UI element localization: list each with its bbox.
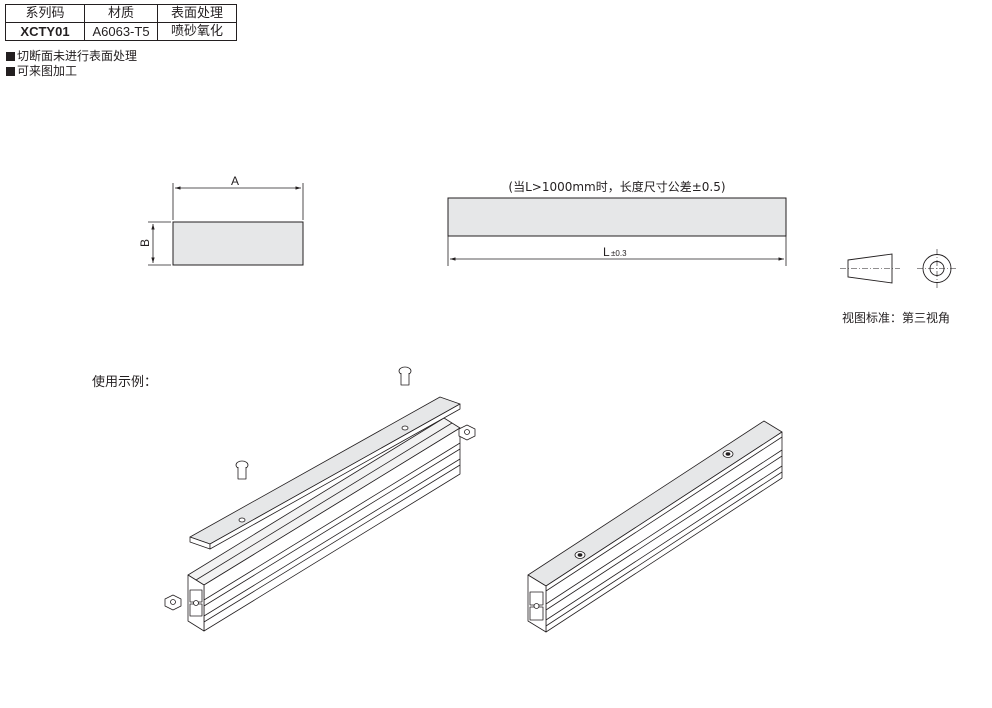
note-cut-surface: 切断面未进行表面处理 — [6, 49, 137, 63]
assembled-plate-edge — [545, 436, 783, 592]
height-label: B — [138, 239, 152, 247]
screw-icon — [235, 460, 249, 480]
cell-surface-treatment: 喷砂氧化 — [157, 22, 237, 41]
length-tolerance: ±0.3 — [611, 249, 627, 258]
length-tolerance-note: (当L>1000mm时，长度尺寸公差±0.5) — [508, 179, 725, 194]
usage-caption: 使用示例： — [92, 375, 158, 390]
bullet-square-icon — [6, 67, 15, 76]
profile-slot-line — [203, 448, 461, 607]
profile-slot-line — [545, 471, 783, 627]
profile-slot-line — [545, 465, 783, 621]
length-label: L — [603, 245, 610, 259]
profile-slot-line — [545, 455, 783, 611]
profile-slot-line — [545, 449, 783, 605]
screw-icon — [398, 366, 412, 386]
spec-table: 系列码 材质 表面处理 XCTY01 A6063-T5 喷砂氧化 — [5, 4, 237, 41]
assembled-illustration — [527, 420, 783, 633]
cross-section-rect — [172, 221, 304, 266]
projection-caption: 视图标准：第三视角 — [842, 311, 951, 325]
profile-slot-line — [203, 442, 461, 601]
screw-head-icon — [722, 450, 734, 458]
note-custom-drawing: 可来图加工 — [6, 64, 77, 78]
cover-plate-side — [209, 403, 461, 550]
screw-head-icon — [574, 551, 586, 559]
length-view: (当L>1000mm时，长度尺寸公差±0.5) L ±0.3 — [447, 179, 787, 266]
note-text: 可来图加工 — [17, 64, 78, 78]
profile-end-detail — [529, 606, 544, 621]
profile-center-hole — [193, 600, 199, 606]
exploded-assembly-illustration — [164, 366, 476, 632]
cell-series-code: XCTY01 — [5, 22, 85, 41]
bullet-square-icon — [6, 52, 15, 61]
plate-hole — [238, 517, 246, 523]
plate-hole — [401, 425, 409, 431]
profile-slot-line — [195, 422, 453, 581]
note-text: 切断面未进行表面处理 — [17, 49, 138, 63]
profile-center-hole — [533, 603, 540, 609]
profile-slot-line — [203, 464, 461, 623]
spec-table-row: XCTY01 A6063-T5 喷砂氧化 — [5, 22, 237, 41]
profile-side-rect — [447, 197, 787, 237]
nut-icon — [164, 594, 182, 611]
third-angle-projection-icon — [840, 249, 957, 288]
cross-section-view: A B — [138, 174, 304, 266]
profile-slot-line — [203, 458, 461, 617]
nut-icon — [458, 424, 476, 441]
width-label: A — [231, 174, 239, 188]
assembled-front-face — [545, 431, 783, 633]
profile-end-detail — [529, 591, 544, 606]
cell-material: A6063-T5 — [84, 22, 158, 41]
